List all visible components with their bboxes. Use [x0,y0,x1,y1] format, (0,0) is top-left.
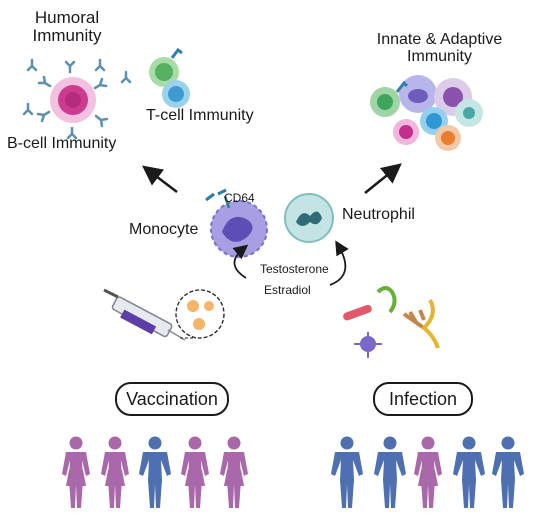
female-figure-icon [414,436,442,508]
pathogens-icon [343,286,440,358]
b-cell-immunity-label: B-cell Immunity [7,135,117,152]
male-figure-icon [331,436,363,508]
infection-pill: Infection [373,382,473,416]
testosterone-label: Testosterone [260,262,329,276]
neutrophil-label: Neutrophil [342,206,415,223]
female-figure-icon [62,436,90,508]
female-figure-icon [181,436,209,508]
cd64-label: CD64 [224,191,255,205]
male-figure-icon [492,436,524,508]
male-figure-icon [453,436,485,508]
monocyte-label: Monocyte [129,221,199,238]
monocyte-icon [205,188,268,258]
t-cell-icon [149,47,190,108]
immune-cell-cluster-icon [370,75,483,151]
male-figure-icon [374,436,406,508]
b-cell-icon [50,77,96,123]
innate-adaptive-immunity-label: Innate & Adaptive Immunity [376,31,503,65]
male-figure-icon [139,436,171,508]
vaccine-particles-icon [175,289,225,339]
female-figure-icon [101,436,129,508]
vaccination-pill: Vaccination [115,382,229,416]
estradiol-label: Estradiol [264,283,311,297]
t-cell-immunity-label: T-cell Immunity [146,107,254,124]
neutrophil-icon [284,193,334,243]
humoral-immunity-label: Humoral Immunity [32,8,102,45]
syringe-icon [103,288,186,341]
antibody-icons [22,58,132,140]
female-figure-icon [220,436,248,508]
